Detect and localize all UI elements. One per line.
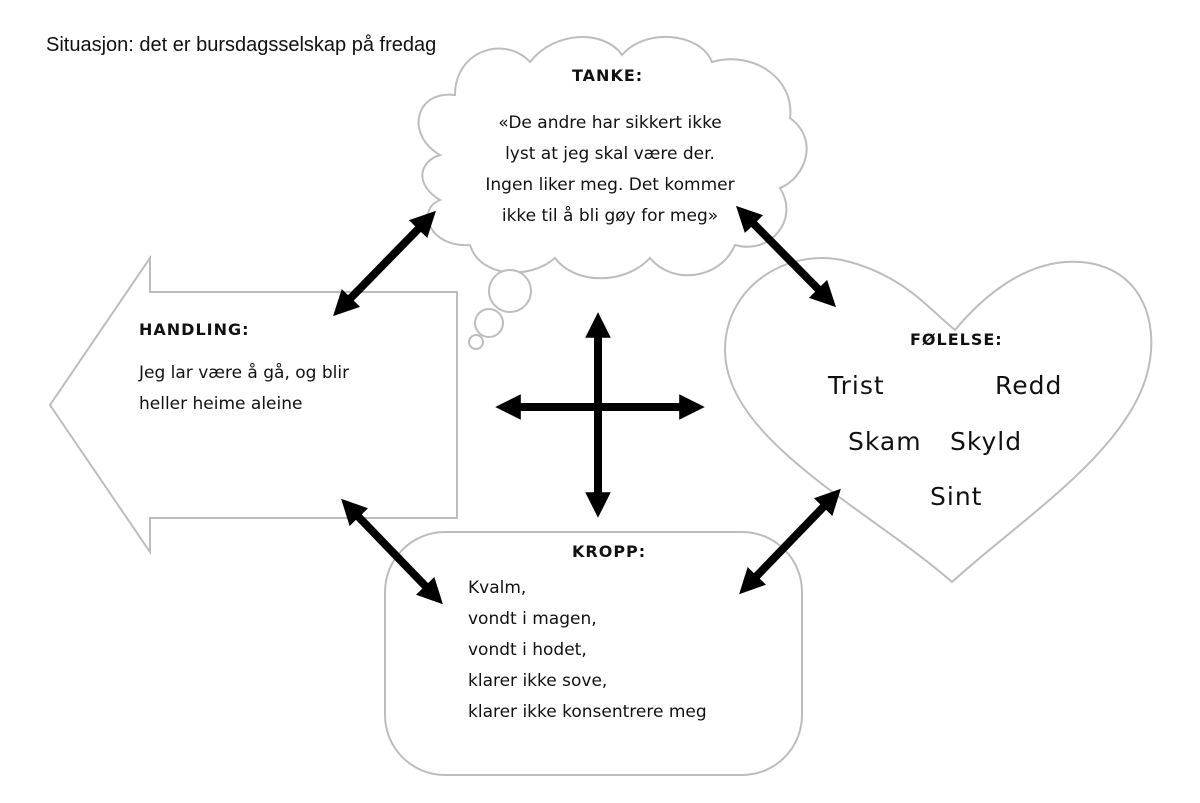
action-line: heller heime aleine	[139, 394, 303, 414]
emotion-word: Skam	[848, 427, 922, 456]
emotion-word: Skyld	[950, 427, 1023, 456]
feeling-heart-shape	[723, 257, 1153, 584]
thought-line: Ingen liker meg. Det kommer	[485, 175, 735, 195]
action-text: Jeg lar være å gå, og blir heller heime …	[139, 358, 349, 420]
emotion-word: Sint	[930, 482, 983, 511]
body-line: Kvalm,	[468, 578, 527, 598]
action-heading: HANDLING:	[139, 320, 250, 339]
arrow-thought-feeling	[736, 205, 836, 308]
thought-heading: TANKE:	[572, 66, 644, 85]
thought-cloud-shape	[417, 36, 808, 350]
thought-line: ikke til å bli gøy for meg»	[501, 206, 719, 226]
action-line: Jeg lar være å gå, og blir	[139, 363, 350, 383]
body-text: Kvalm, vondt i magen, vondt i hodet, kla…	[468, 573, 707, 728]
situation-title: Situasjon: det er bursdagsselskap på fre…	[46, 34, 437, 56]
emotion-word: Trist	[828, 371, 885, 400]
arrow-body-feeling	[739, 488, 841, 595]
emotion-word: Redd	[995, 371, 1063, 400]
feeling-heading: FØLELSE:	[910, 330, 1003, 349]
thought-text: «De andre har sikkert ikke lyst at jeg s…	[450, 108, 770, 232]
arrow-action-body	[341, 498, 443, 605]
body-line: klarer ikke konsentrere meg	[468, 702, 707, 722]
thought-line: lyst at jeg skal være der.	[505, 144, 715, 164]
arrow-thought-action	[333, 210, 436, 317]
body-line: klarer ikke sove,	[468, 671, 608, 691]
thought-line: «De andre har sikkert ikke	[498, 113, 722, 133]
body-box-shape	[384, 531, 803, 776]
body-line: vondt i hodet,	[468, 640, 587, 660]
body-line: vondt i magen,	[468, 609, 597, 629]
body-heading: KROPP:	[572, 542, 647, 561]
